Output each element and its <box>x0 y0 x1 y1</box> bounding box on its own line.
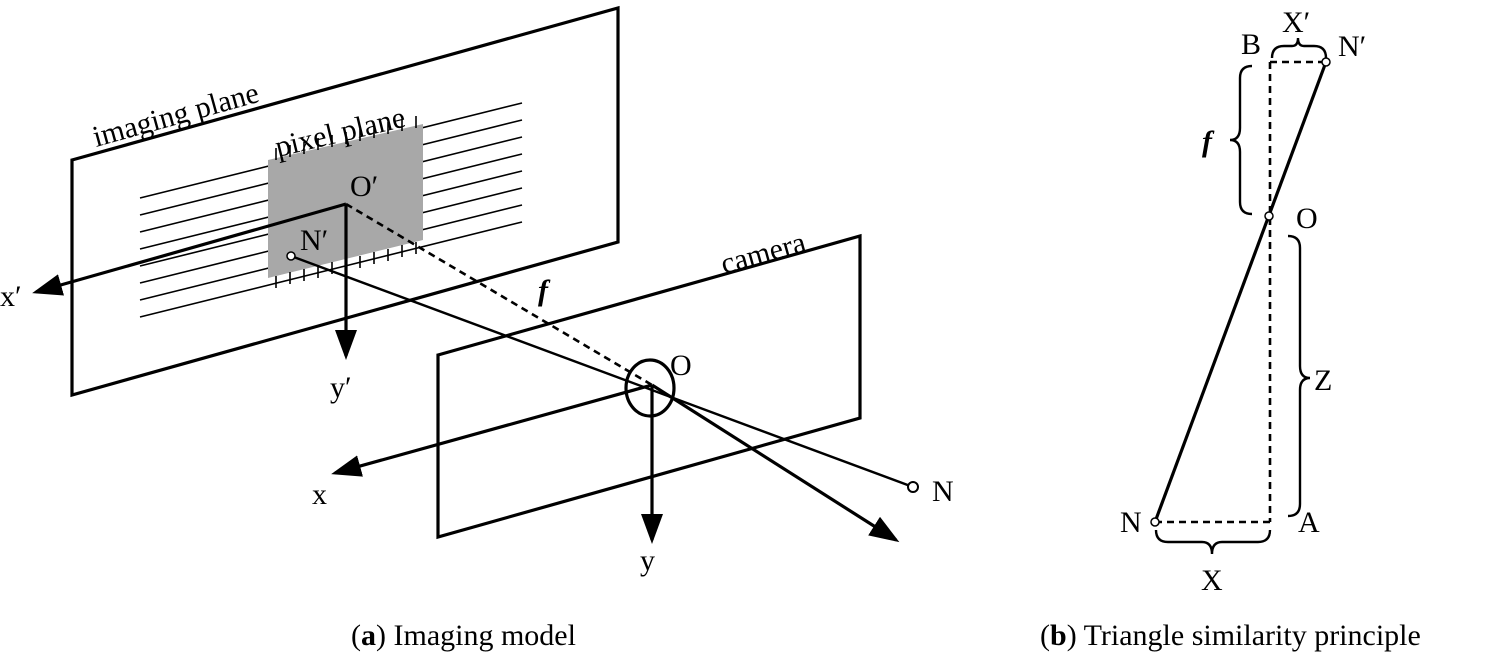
label-x-prime: x′ <box>0 280 22 313</box>
x-prime-axis <box>32 202 347 296</box>
label-o: O <box>670 349 692 382</box>
point-n-prime-b <box>1321 57 1331 67</box>
x-axis <box>331 383 653 477</box>
camera-plane-outline <box>436 233 862 540</box>
label-x-b: X <box>1201 564 1223 597</box>
brace-f <box>1229 64 1253 216</box>
panel-a-imaging-model: imaging plane pixel plane camera O′ N′ O… <box>0 5 954 652</box>
label-z-b: Z <box>1314 364 1332 397</box>
caption-b-text: Triangle similarity principle <box>1084 619 1421 652</box>
caption-b: (b) Triangle similarity principle <box>1040 619 1421 652</box>
brace-z <box>1287 234 1311 518</box>
label-imaging-plane: imaging plane <box>89 76 262 153</box>
solid-diagonal <box>1153 61 1328 523</box>
label-x-prime-b: X′ <box>1282 6 1310 39</box>
ray-n-prime-to-n <box>290 254 914 489</box>
label-n-b: N <box>1120 506 1142 539</box>
panel-b-triangle-similarity: B X′ N′ f O Z N A X (b) Triangle similar… <box>1040 6 1421 652</box>
optical-axis <box>651 383 900 543</box>
brace-x <box>1154 529 1272 555</box>
point-n-prime <box>286 251 296 261</box>
caption-a-letter: a <box>361 619 376 652</box>
label-y-prime: y′ <box>330 371 352 404</box>
label-f-b: f <box>1202 125 1215 158</box>
label-n-prime: N′ <box>300 224 328 257</box>
point-n-b <box>1150 517 1160 527</box>
caption-a-text: Imaging model <box>394 619 576 652</box>
label-o-prime: O′ <box>350 170 378 203</box>
label-b: B <box>1241 28 1261 61</box>
pixel-plane <box>268 124 423 278</box>
lens-circle <box>624 358 676 418</box>
label-camera: camera <box>717 226 809 281</box>
label-n: N <box>932 475 954 508</box>
label-a-b: A <box>1298 506 1320 539</box>
label-o-b: O <box>1296 202 1318 235</box>
imaging-plane-outline <box>70 5 620 398</box>
label-n-prime-b: N′ <box>1338 30 1366 63</box>
label-f: f <box>538 274 551 307</box>
point-n <box>907 481 919 493</box>
brace-x-prime <box>1270 37 1328 59</box>
pixel-plane-ticks <box>275 116 417 288</box>
caption-a: (a) Imaging model <box>351 619 576 652</box>
label-x: x <box>312 478 327 511</box>
label-y: y <box>640 544 655 577</box>
point-o-b <box>1264 211 1274 221</box>
caption-b-letter: b <box>1050 619 1067 652</box>
